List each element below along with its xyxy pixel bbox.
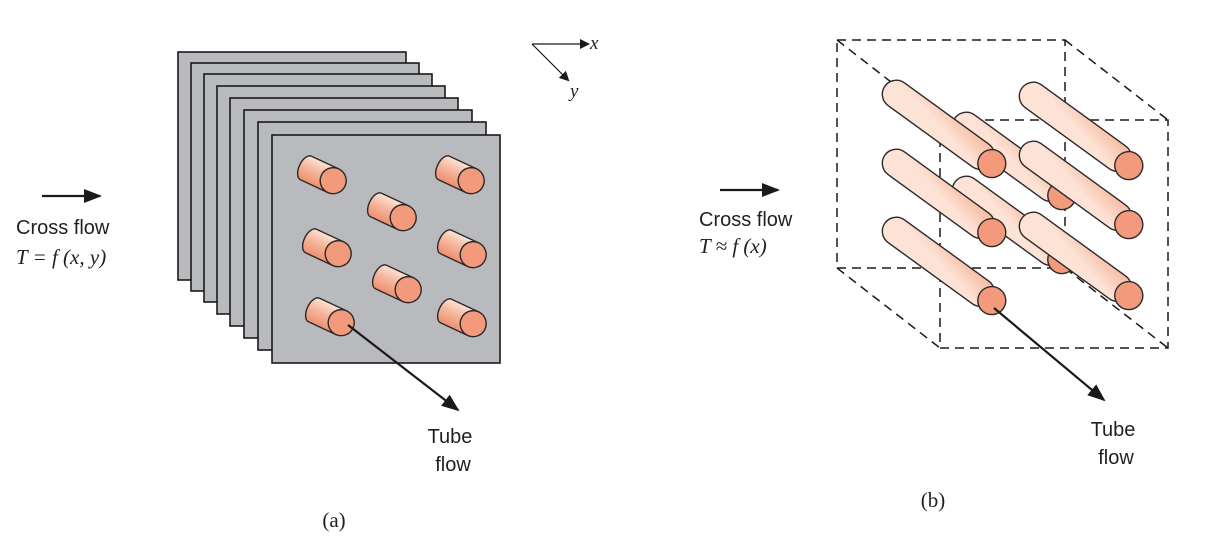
tube — [436, 229, 487, 269]
tube — [366, 192, 417, 232]
cross-flow-label-b: Cross flow — [699, 209, 793, 231]
tube — [434, 155, 485, 195]
rod — [1018, 211, 1144, 311]
temperature-relation-b: T ≈ f (x) — [699, 234, 767, 258]
tube-flow-label-a-line1: Tube — [428, 426, 473, 448]
y-axis-arrow — [531, 43, 570, 82]
temperature-relation-a: T = f (x, y) — [16, 245, 106, 269]
caption-b: (b) — [921, 488, 946, 512]
coordinate-axes: x y — [531, 33, 599, 102]
tube — [436, 298, 487, 338]
cross-flow-label-a: Cross flow — [16, 217, 110, 239]
rod — [881, 216, 1007, 316]
tube-flow-label-b-line1: Tube — [1091, 419, 1136, 441]
rod — [881, 148, 1007, 248]
y-axis-label: y — [568, 81, 579, 102]
caption-a: (a) — [322, 508, 345, 532]
tube-flow-label-a-line2: flow — [435, 454, 471, 476]
tube-flow-arrow-b — [993, 307, 1106, 402]
x-axis-label: x — [589, 33, 599, 54]
rod — [1018, 140, 1144, 240]
tube-array-b — [881, 79, 1144, 316]
rod — [1018, 81, 1144, 181]
panel-b: Cross flow T ≈ f (x) Tube flow (b) — [699, 39, 1169, 512]
cube-edge — [1064, 267, 1169, 349]
tube — [304, 297, 355, 337]
cube-edge — [836, 267, 941, 349]
rod — [881, 79, 1007, 179]
tube-array-a — [296, 155, 487, 338]
tube — [296, 155, 347, 195]
tube-flow-arrow-a — [347, 324, 460, 412]
tube — [371, 264, 422, 304]
tube-flow-label-b-line2: flow — [1098, 447, 1134, 469]
tube — [301, 228, 352, 268]
panel-a: Cross flow T = f (x, y) — [16, 33, 599, 532]
cube-edge — [1064, 39, 1169, 121]
